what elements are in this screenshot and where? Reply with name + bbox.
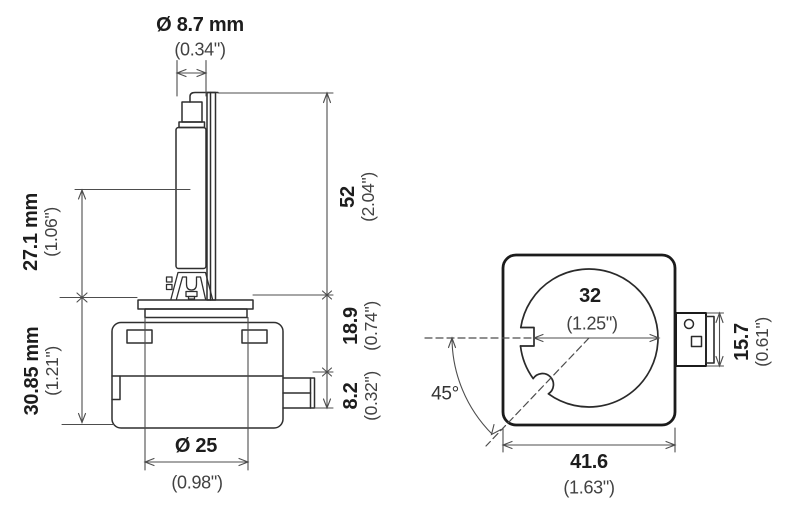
dim-capsule-length: 27.1 mm (1.06") bbox=[20, 193, 62, 271]
glass-capsule bbox=[175, 126, 207, 270]
base-left-notch bbox=[111, 375, 121, 401]
dim-ring-diameter-mm: 32 bbox=[579, 285, 601, 308]
connector-pin-square bbox=[690, 335, 703, 348]
front-view-dimensions bbox=[424, 311, 725, 453]
dim-flange-diameter-lines bbox=[143, 316, 250, 471]
dim-base-width-mm: 41.6 bbox=[570, 451, 608, 474]
dim-shoulder-height: 18.9 (0.74") bbox=[340, 301, 382, 351]
keyway-notch bbox=[519, 326, 535, 347]
dim-ring-diameter-lines bbox=[532, 333, 661, 343]
bulb-front-view bbox=[501, 253, 715, 427]
base-clip-left bbox=[126, 329, 153, 344]
dim-angle-lines bbox=[447, 336, 502, 436]
front-connector bbox=[675, 312, 715, 367]
dim-front-connector-height: 15.7 (0.61") bbox=[731, 317, 773, 367]
capsule-clamp bbox=[165, 271, 214, 300]
flange-plate-bottom bbox=[144, 308, 248, 319]
dim-overall-length-lines bbox=[217, 91, 334, 300]
bulb-side-view bbox=[111, 91, 316, 429]
dim-ring-diameter-in: (1.25") bbox=[566, 313, 618, 334]
dim-base-width-lines bbox=[501, 427, 677, 453]
dim-capsule-length-lines bbox=[59, 188, 191, 303]
dim-tip-diameter-in: (0.34") bbox=[174, 39, 226, 60]
dim-base-width-in: (1.63") bbox=[563, 477, 615, 498]
base-clip-right bbox=[241, 329, 268, 344]
dim-base-length-lines bbox=[61, 296, 115, 426]
dim-tip-diameter-lines bbox=[175, 59, 208, 97]
side-view-dimensions bbox=[59, 59, 334, 471]
dim-connector-height: 8.2 (0.32") bbox=[340, 371, 382, 421]
connector-pin-round bbox=[683, 318, 695, 330]
dim-flange-diameter-in: (0.98") bbox=[171, 472, 223, 493]
dim-overall-length: 52 (2.04") bbox=[337, 172, 379, 222]
dim-flange-diameter-mm: Ø 25 bbox=[174, 435, 218, 458]
reference-ring bbox=[519, 268, 659, 408]
dim-key-angle: 45° bbox=[431, 383, 459, 405]
dim-front-connector-height-lines bbox=[706, 311, 725, 368]
tip-cap bbox=[181, 101, 203, 123]
base-square-outline bbox=[501, 253, 677, 427]
dim-shoulder-height-lines bbox=[312, 294, 334, 377]
side-connector bbox=[282, 377, 316, 409]
flange-plate-top bbox=[137, 299, 254, 310]
dim-base-length: 30.85 mm (1.21") bbox=[21, 326, 63, 416]
dim-connector-height-lines bbox=[313, 371, 334, 410]
dim-tip-diameter-mm: Ø 8.7 mm bbox=[156, 14, 244, 37]
tip-ring bbox=[178, 121, 206, 129]
tip-wire bbox=[189, 91, 219, 103]
